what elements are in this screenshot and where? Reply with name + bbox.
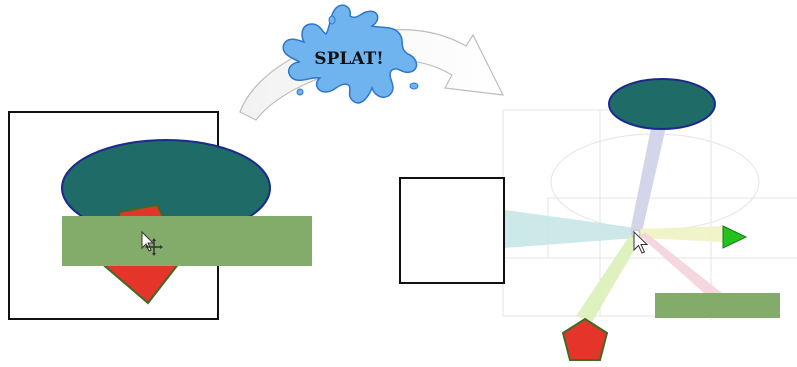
cursor-move-icon xyxy=(141,230,163,256)
right-green-bar[interactable] xyxy=(655,293,780,318)
ribbon-to-triangle xyxy=(640,226,724,242)
right-frame-square[interactable] xyxy=(399,177,505,284)
left-shape-group[interactable] xyxy=(8,111,312,320)
splat-label: SPLAT! xyxy=(314,49,383,69)
connector-ribbons xyxy=(505,118,724,322)
right-red-pentagon[interactable] xyxy=(561,317,609,361)
ribbon-to-pentagon xyxy=(576,235,642,322)
ribbon-to-bar xyxy=(640,232,722,295)
left-green-bar[interactable] xyxy=(62,216,312,266)
ribbon-to-square xyxy=(505,210,636,248)
cursor-arrow-icon xyxy=(633,230,649,254)
right-green-triangle[interactable] xyxy=(722,225,748,249)
splat-icon: SPLAT! xyxy=(282,4,419,104)
ribbon-to-ellipse xyxy=(630,118,668,232)
right-teal-ellipse[interactable] xyxy=(608,78,716,130)
